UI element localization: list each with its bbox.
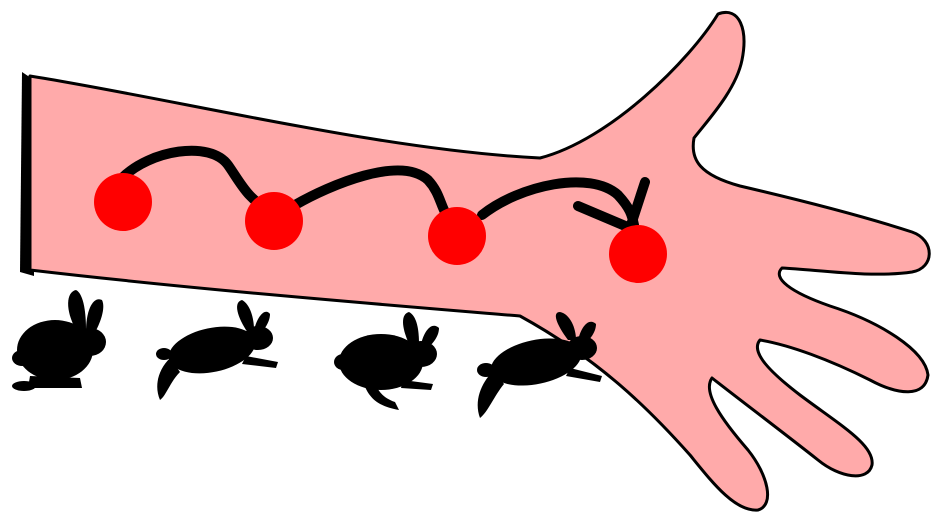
- arm-skin: [30, 12, 929, 510]
- red-dot-icon: [428, 207, 486, 265]
- sitting-rabbit-icon: [12, 290, 106, 391]
- arm-icon: [20, 12, 929, 510]
- hopping-rabbit-icon: [156, 300, 278, 400]
- red-dot-icon: [609, 225, 667, 283]
- red-dot-icon: [245, 192, 303, 250]
- red-dot-icon: [94, 173, 152, 231]
- crouching-rabbit-icon: [334, 312, 439, 410]
